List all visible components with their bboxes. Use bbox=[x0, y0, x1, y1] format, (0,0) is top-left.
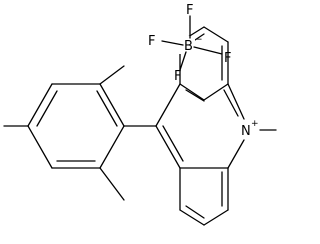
bond bbox=[223, 89, 239, 117]
fluorine-label-right: F bbox=[224, 51, 231, 66]
mesityl-group bbox=[3, 65, 157, 201]
bond bbox=[99, 125, 125, 169]
lower-benzo-ring bbox=[179, 167, 229, 226]
bond bbox=[179, 209, 205, 226]
ortho-methyl-bond bbox=[99, 65, 125, 85]
bond bbox=[227, 83, 245, 120]
boron-label: B bbox=[184, 39, 193, 54]
fluorine-label-left: F bbox=[148, 34, 155, 49]
nitrogen-atom: N + bbox=[241, 119, 259, 139]
b-f-bond bbox=[161, 40, 184, 46]
molecule-canvas: B − F F F F N + bbox=[3, 3, 277, 226]
bond bbox=[179, 83, 205, 101]
central-ring bbox=[155, 83, 245, 169]
bond bbox=[27, 83, 53, 127]
bond bbox=[227, 139, 245, 169]
bond bbox=[155, 125, 181, 169]
bond bbox=[99, 83, 125, 127]
b-f-bond bbox=[193, 46, 223, 55]
bond bbox=[96, 90, 118, 127]
label-mask bbox=[179, 36, 195, 54]
fluorine-label-top: F bbox=[186, 3, 193, 18]
bond bbox=[162, 125, 184, 162]
boron-charge: − bbox=[195, 35, 203, 45]
bond bbox=[203, 83, 229, 101]
bond bbox=[155, 83, 181, 127]
tetrafluoroborate-ion: B − F F F F bbox=[148, 3, 231, 84]
bond bbox=[203, 26, 229, 43]
bond bbox=[185, 89, 205, 102]
bond bbox=[27, 125, 53, 169]
fluorine-label-bottom: F bbox=[174, 69, 181, 84]
structure-drawing: B − F F F F N + bbox=[3, 3, 277, 226]
bond bbox=[185, 205, 205, 219]
b-f-bond bbox=[179, 51, 187, 71]
bond bbox=[36, 90, 58, 127]
bond bbox=[203, 209, 229, 226]
nitrogen-charge: + bbox=[251, 119, 259, 129]
nitrogen-label: N bbox=[241, 124, 251, 139]
ortho-methyl-bond bbox=[99, 167, 125, 201]
